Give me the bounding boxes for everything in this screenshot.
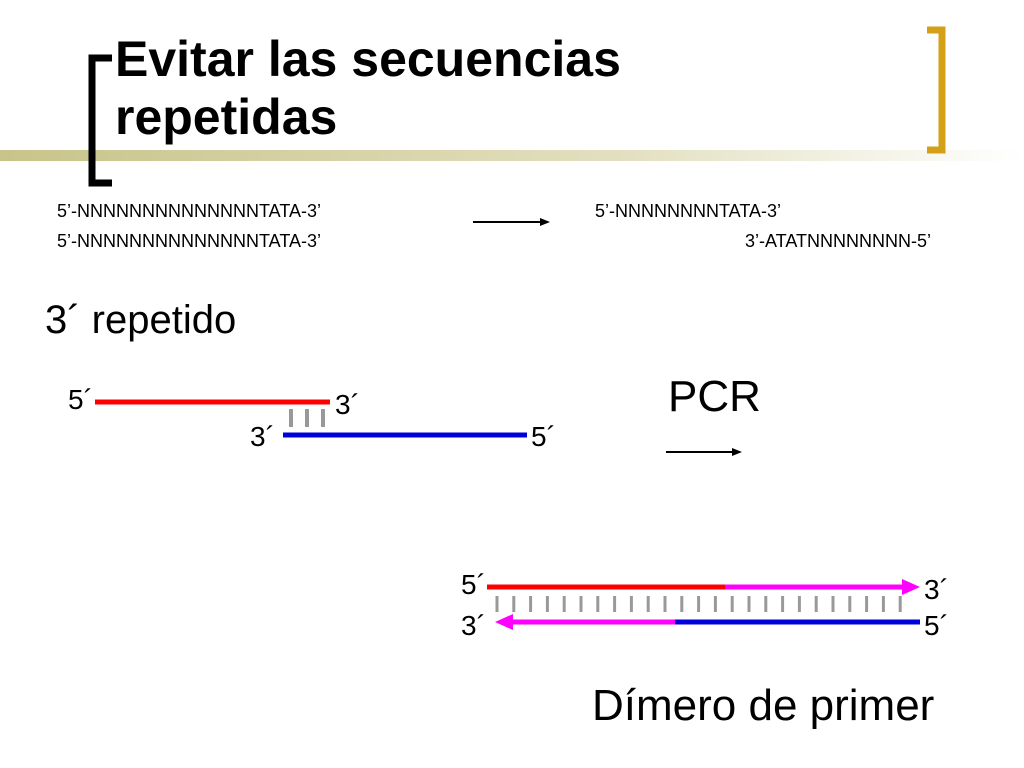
- sequence-right-top: 5’-NNNNNNNNTATA-3’: [595, 201, 781, 221]
- dimer-caption: Dímero de primer: [592, 681, 935, 730]
- bottom-arrowhead-icon: [495, 614, 513, 630]
- diagram2-strands: [487, 579, 920, 630]
- dimer-pairing-ticks: [495, 596, 902, 612]
- diagram2-top-5-label: 5´: [461, 569, 486, 600]
- pcr-label: PCR: [668, 372, 761, 421]
- sequence-right-bottom: 3’-ATATNNNNNNNN-5’: [745, 231, 931, 251]
- diagram1-red-3-label: 3´: [335, 389, 360, 420]
- diagram1-blue-3-label: 3´: [250, 421, 275, 452]
- top-arrowhead-icon: [902, 579, 920, 595]
- diagram2-bottom-5-label: 5´: [924, 610, 949, 641]
- diagram2-top-3-label: 3´: [924, 574, 949, 605]
- right-bracket-icon: [927, 26, 946, 154]
- title-line-1: Evitar las secuencias: [115, 31, 621, 87]
- pcr-arrow-icon: [666, 448, 742, 456]
- sequence-arrow-icon: [473, 218, 550, 226]
- section-heading: 3´ repetido: [45, 298, 237, 342]
- diagram1-blue-5-label: 5´: [531, 421, 556, 452]
- sequence-left-top: 5’-NNNNNNNNNNNNNNTATA-3’: [57, 201, 321, 221]
- diagram1-red-5-label: 5´: [68, 384, 93, 415]
- page-title: Evitar las secuencias repetidas: [115, 30, 621, 146]
- diagram2-bottom-3-label: 3´: [461, 610, 486, 641]
- sequence-left-bottom: 5’-NNNNNNNNNNNNNNTATA-3’: [57, 231, 321, 251]
- title-bar: [0, 150, 1024, 161]
- left-bracket-icon: [88, 54, 112, 187]
- pairing-ticks: [289, 409, 325, 427]
- title-line-2: repetidas: [115, 89, 338, 145]
- diagram1-strands: [95, 399, 527, 438]
